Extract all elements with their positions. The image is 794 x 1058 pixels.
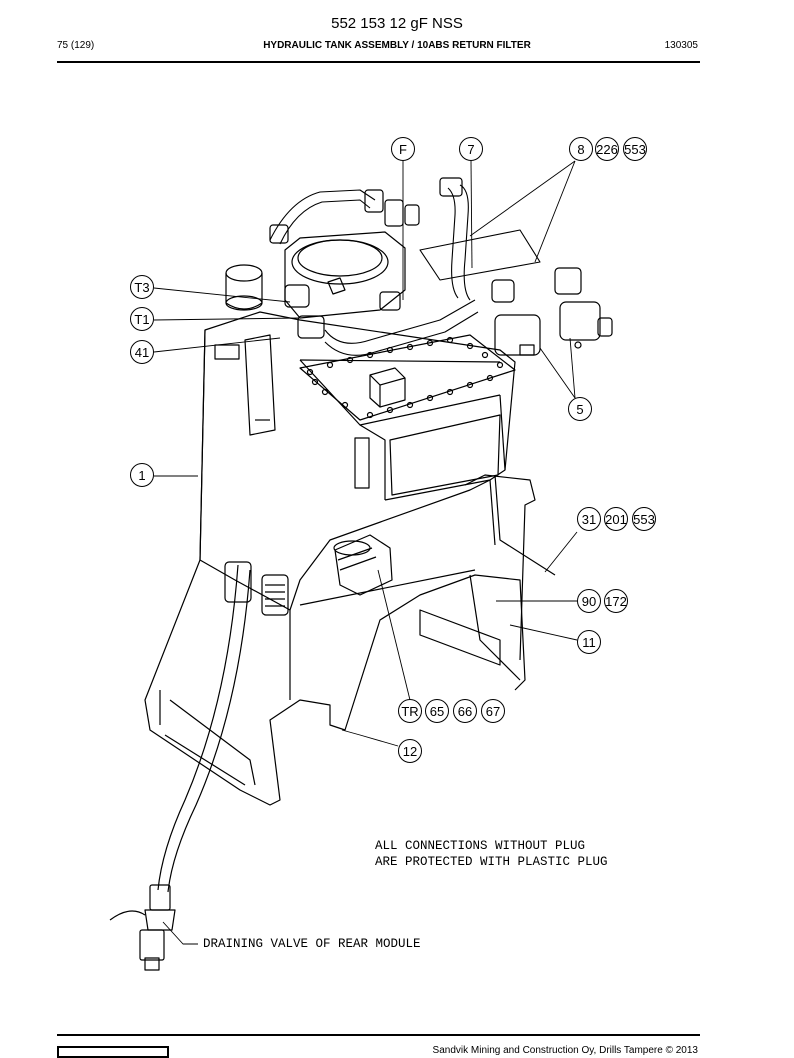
note-line-1: ALL CONNECTIONS WITHOUT PLUG xyxy=(375,839,586,853)
page-number: 75 (129) xyxy=(57,40,95,51)
callout-41: 41 xyxy=(130,340,154,364)
callout-11: 11 xyxy=(577,630,601,654)
callout-553-mid: 553 xyxy=(632,507,656,531)
callout-553-top: 553 xyxy=(623,137,647,161)
filler-neck xyxy=(333,534,393,596)
callout-31: 31 xyxy=(577,507,601,531)
return-filter xyxy=(284,231,406,319)
callout-226: 226 xyxy=(595,137,619,161)
callout-201: 201 xyxy=(604,507,628,531)
header-rule xyxy=(57,61,700,63)
callout-65: 65 xyxy=(425,699,449,723)
callout-66: 66 xyxy=(453,699,477,723)
note-line-2: ARE PROTECTED WITH PLASTIC PLUG xyxy=(375,855,608,869)
document-code: 130305 xyxy=(664,40,698,51)
callout-5: 5 xyxy=(568,397,592,421)
callout-TR: TR xyxy=(398,699,422,723)
copyright-text: Sandvik Mining and Construction Oy, Dril… xyxy=(432,1045,698,1056)
callout-8: 8 xyxy=(569,137,593,161)
callout-T1: T1 xyxy=(130,307,154,331)
tank-body xyxy=(199,311,516,611)
fittings xyxy=(269,177,613,356)
callout-1: 1 xyxy=(130,463,154,487)
callout-7: 7 xyxy=(459,137,483,161)
rear-frame xyxy=(144,474,556,806)
callout-F: F xyxy=(391,137,415,161)
footer-rule xyxy=(57,1034,700,1036)
leader-lines xyxy=(153,160,578,945)
callout-12: 12 xyxy=(398,739,422,763)
breather xyxy=(225,264,263,311)
callout-90: 90 xyxy=(577,589,601,613)
section-title: HYDRAULIC TANK ASSEMBLY / 10ABS RETURN F… xyxy=(263,40,531,51)
callout-T3: T3 xyxy=(130,275,154,299)
document-title: 552 153 12 gF NSS xyxy=(331,15,463,32)
drain-hose xyxy=(109,561,289,971)
callout-67: 67 xyxy=(481,699,505,723)
callout-172: 172 xyxy=(604,589,628,613)
pipes xyxy=(269,184,541,356)
drain-valve-label: DRAINING VALVE OF REAR MODULE xyxy=(203,937,421,951)
company-logo xyxy=(57,1046,169,1058)
